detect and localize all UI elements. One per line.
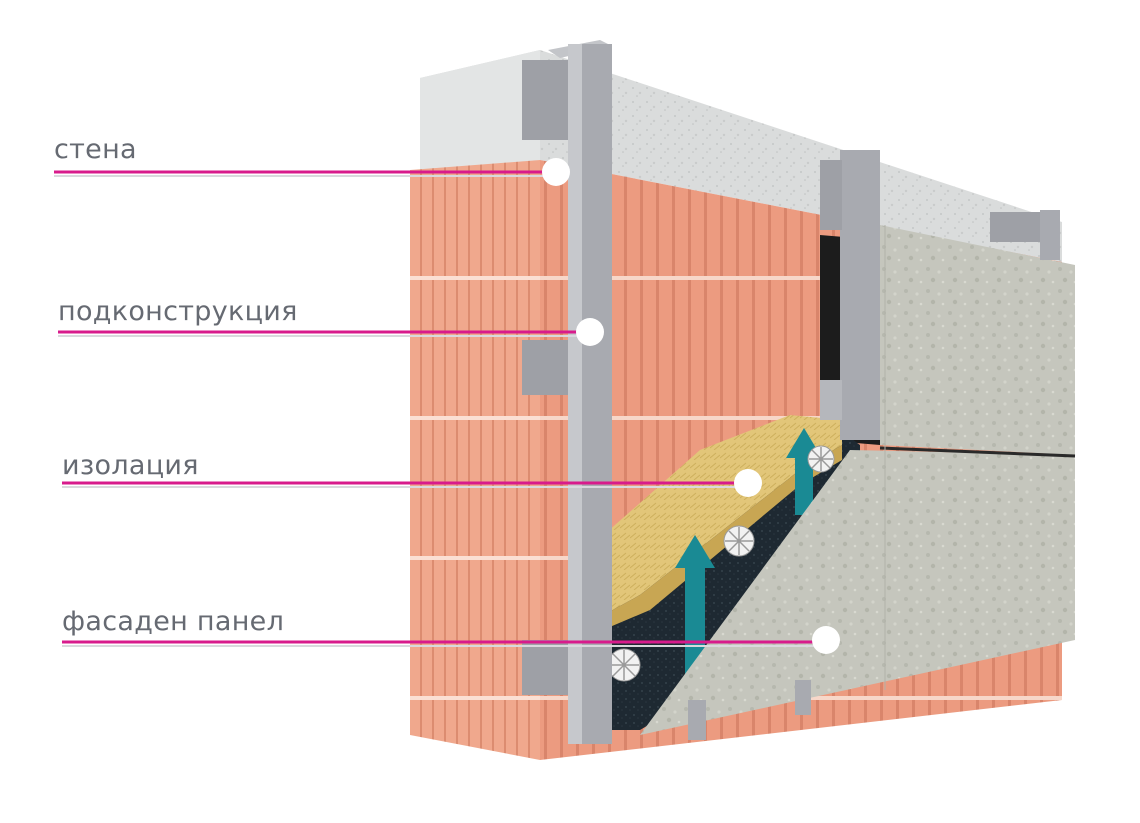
label-insulation: изолация bbox=[62, 450, 199, 481]
insulation-anchor bbox=[607, 648, 641, 682]
profile-bottom bbox=[688, 700, 706, 740]
leader-line-insulation bbox=[62, 469, 762, 497]
membrane bbox=[595, 430, 860, 730]
insulation-anchor bbox=[723, 525, 755, 557]
insulation-layer bbox=[598, 415, 842, 618]
brick-wall-side bbox=[410, 160, 540, 760]
label-facade-panel: фасаден панел bbox=[62, 606, 285, 637]
label-substructure: подконструкция bbox=[58, 296, 298, 327]
substructure-profile bbox=[522, 40, 612, 744]
leader-line-substructure bbox=[58, 318, 604, 346]
substructure-profile bbox=[820, 150, 880, 440]
facade-panel bbox=[640, 450, 1075, 735]
insulation-edge bbox=[598, 445, 842, 632]
label-wall: стена bbox=[54, 134, 137, 165]
profile-bottom bbox=[795, 680, 811, 715]
concrete-beam-front bbox=[420, 50, 540, 170]
facade-panel bbox=[880, 225, 1075, 455]
leader-line-wall bbox=[54, 158, 570, 186]
leader-line-facade-panel bbox=[62, 626, 840, 654]
insulation-anchor bbox=[807, 445, 835, 473]
substructure-profile bbox=[990, 210, 1060, 260]
ventilation-arrow bbox=[675, 535, 715, 675]
